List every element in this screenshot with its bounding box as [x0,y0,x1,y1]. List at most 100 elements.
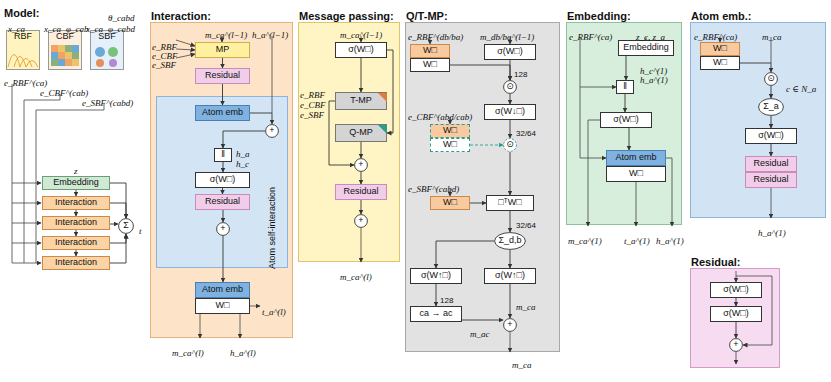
math-label: c ∈ N_a [786,84,816,94]
flow-connector [223,162,224,172]
atom-emb-block: Atom emb [195,282,250,298]
dense-block: σ(W□) [600,112,652,128]
t-mp-block: T-MP [335,92,387,110]
math-label: e_RBF^(ca) [4,78,47,88]
label-holder: e_SBF^(cabd) [408,178,459,196]
node-ellipse [765,73,778,86]
panel-title: Q/T-MP: [406,10,448,22]
math-label: m_ca^(l) [172,348,204,358]
block-label: W□ [423,46,437,56]
residual-block: Residual [195,194,250,210]
embedding-block: Embedding [42,176,110,190]
swap-block: ca → ac [410,306,462,322]
math-label: m_ca [512,360,532,370]
sbf-ground [90,30,124,70]
math-label: e_SBF^(cabd) [82,98,133,108]
self-interaction-band: Atom self-interactionAtom emb+‖σ(W□)Resi… [156,96,288,268]
block-label: W□ [713,58,727,68]
panel-title: Residual: [691,256,741,268]
corner-triangle [378,125,387,134]
product-node: ⊙ [503,138,517,152]
cbf-tile [72,45,79,52]
label-holder: t_a^(l) [262,301,286,319]
add-node: + [354,214,368,228]
block-label: ‖ [623,82,627,92]
node-ellipse [355,215,368,228]
down-projection-block: σ(W↓□) [484,104,536,120]
block-label: Residual [343,187,378,197]
block-label: W□ [443,140,457,150]
block-label: □ᵀW□ [498,198,521,208]
math-label: x_ca [8,24,25,34]
label-holder: m_ca [516,296,536,314]
label-holder: z_c, z_a [636,26,665,44]
label-holder: 128 [514,63,527,81]
block-label: Interaction [55,258,97,268]
label-holder: m_ca^(1) [568,230,602,248]
bilinear-block: □ᵀW□ [486,195,534,211]
cbf-tile [72,59,79,66]
flow-connector [736,322,737,338]
flow-connector [436,284,437,306]
corner-triangle [378,93,387,102]
flow-connector [771,116,772,128]
flow-connector [510,250,511,268]
math-label: e_RBF [300,90,325,100]
label-holder: m_ca [512,354,532,372]
label-holder: θ_cabd [108,7,134,25]
cbf-ground [48,30,82,70]
label-holder: 128 [440,289,453,307]
output-wire [771,188,772,218]
flow-connector [736,298,737,306]
residual-block: Residual [335,184,387,200]
math-label: h_c^(1) [640,66,667,76]
label-holder: x_ca [8,18,25,36]
block-label: W□ [713,44,727,54]
residual-block: Residual [745,172,797,188]
label-holder: e_RBF^(ca) [4,72,47,90]
block-label: + [358,216,363,226]
atom-emb-panel: Atom emb.:W□W□⊙Σ_aσ(W□)ResidualResidual [690,22,826,218]
node-ellipse [495,233,526,250]
output-wire [636,182,637,226]
embedding-block: Embedding [618,40,674,56]
label-holder: e_RBF^(ca) [694,26,737,44]
math-label: x_ca [44,24,61,34]
cbf-tile [65,45,72,52]
math-label: m_ca^(l−1) [340,30,382,40]
weight-box: W□ [700,56,740,70]
node-ellipse [355,159,368,172]
block-label: Atom emb [202,285,243,295]
math-label: φ_cab [66,24,88,34]
math-label: m_ac [470,329,490,339]
cbf-tile [51,59,58,66]
block-label: Atom emb [202,108,243,118]
label-holder: z [74,160,78,178]
label-holder: c ∈ N_a [786,78,816,96]
flow-connector [510,284,511,318]
label-holder: h_a^(1) [656,230,684,248]
label-holder: x_ca [44,18,61,36]
dense-block: σ(W□) [710,306,762,322]
dense-block: σ(W□) [195,172,250,188]
node-ellipse [504,319,517,332]
math-label: e_RBF^(db/ba) [408,32,463,42]
basis-feed [12,263,41,264]
block-label: Interaction [55,218,97,228]
sbf-lobe [108,47,118,57]
math-label: e_CBF [300,100,326,110]
block-label: ⊙ [506,140,514,150]
block-label: σ(W↓□) [495,107,525,117]
dimension-number: 128 [440,296,453,305]
dimension-number: 32/64 [516,221,536,230]
math-label: e_SBF [300,110,324,120]
basis-box: CBF [48,30,82,70]
cbf-tile [65,52,72,59]
flow-connector [510,211,511,232]
flow-connector [361,200,362,214]
mp-block: MP [195,42,250,58]
label-holder: m_ac [470,323,490,341]
block-label: Σ_a [763,102,779,112]
basis-feed [12,203,41,204]
